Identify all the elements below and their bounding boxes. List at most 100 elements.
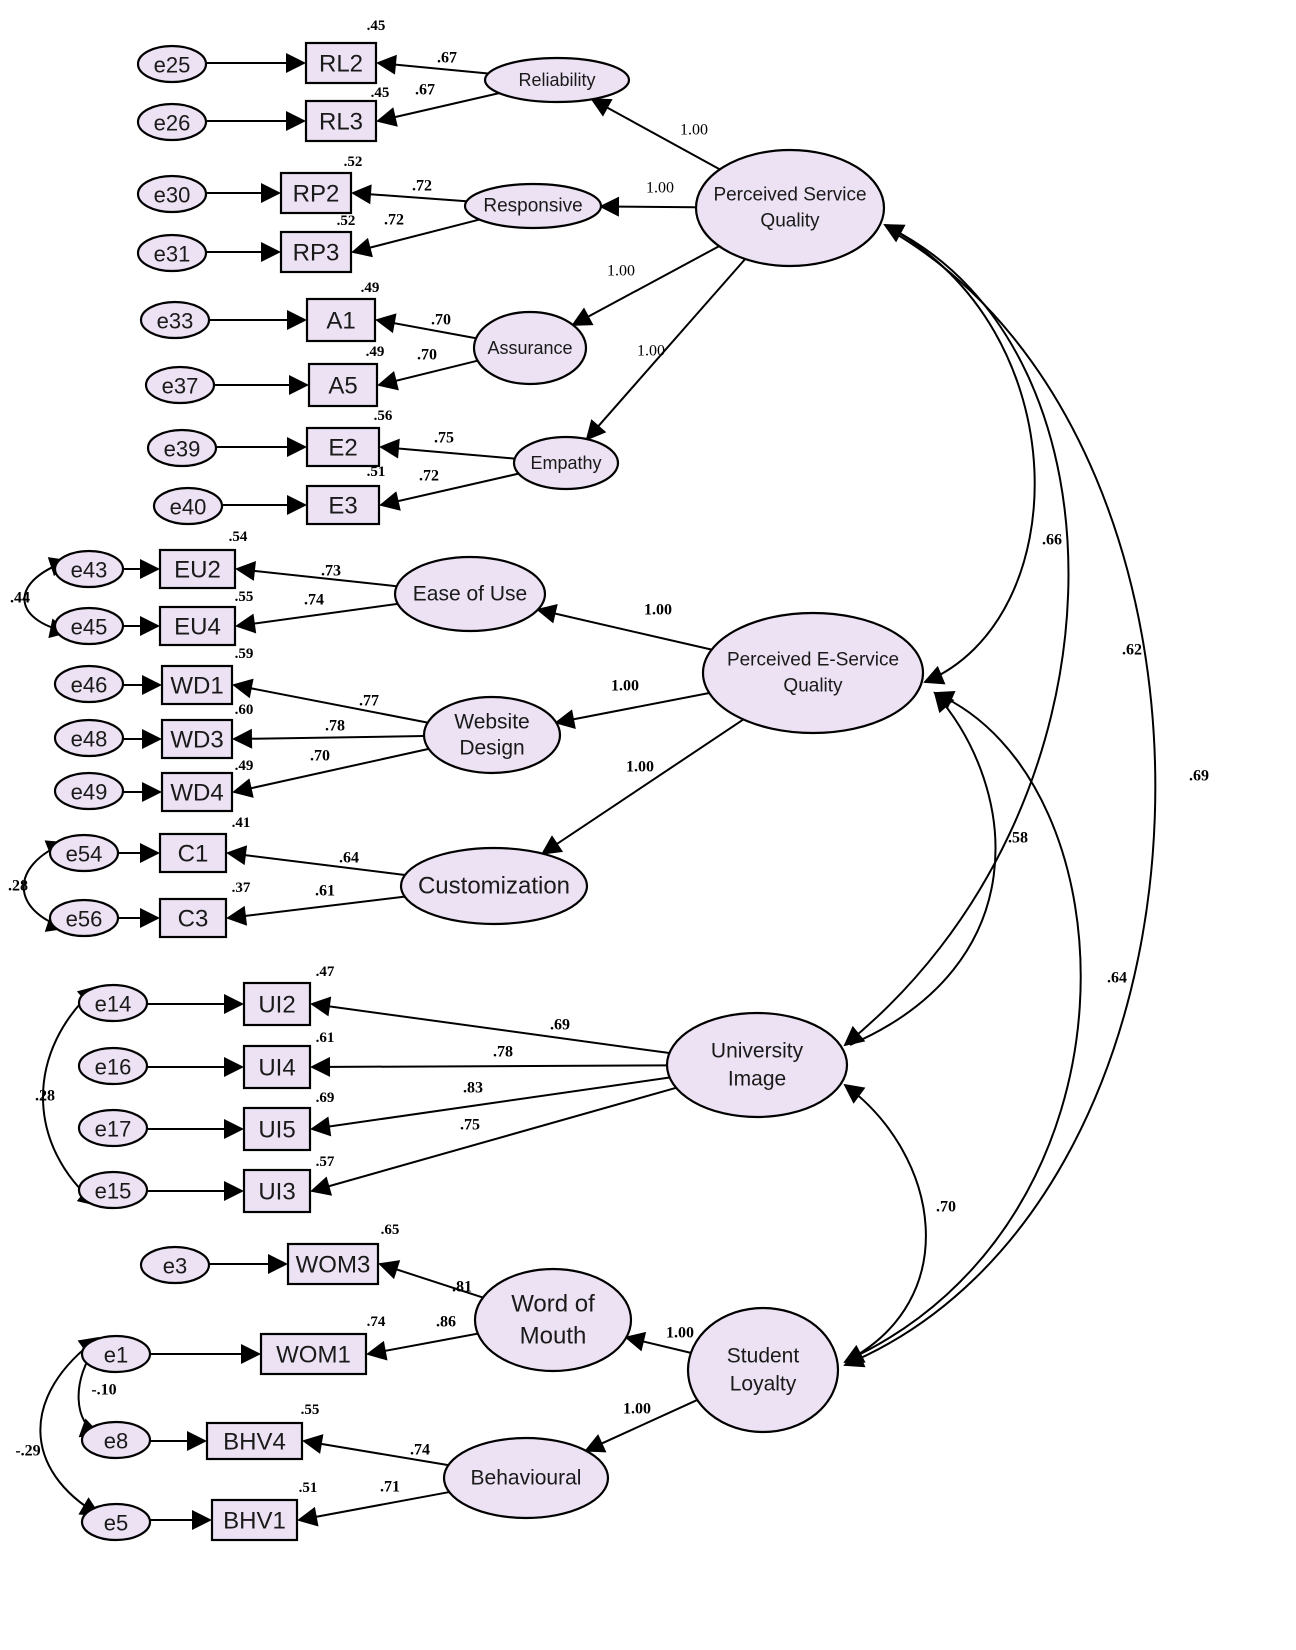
indicator-label: WD1 (170, 673, 223, 700)
structural-path-arrow (598, 196, 697, 217)
loading-label: .78 (325, 718, 345, 735)
structural-path-arrow (540, 718, 744, 855)
latent-construct-node (442, 1436, 610, 1520)
structural-path-arrow (590, 98, 721, 171)
error-term-node (77, 1046, 149, 1086)
r-squared-label: .59 (235, 646, 254, 662)
structural-path-arrow (554, 692, 710, 729)
loading-label: .81 (452, 1279, 472, 1296)
error-term-label: e43 (71, 558, 108, 583)
loading-label: .70 (431, 312, 451, 329)
error-term-label: e30 (154, 183, 191, 208)
latent-construct-label: Assurance (487, 338, 572, 358)
indicator-label: UI5 (258, 1117, 295, 1144)
loading-label: .72 (419, 468, 439, 485)
latent-construct-node (393, 555, 547, 633)
loading-path-arrow (377, 359, 478, 391)
error-term-label: e31 (154, 242, 191, 267)
indicator-label: C3 (178, 906, 209, 933)
loading-label: .78 (493, 1044, 513, 1061)
latent-construct-node (665, 1011, 849, 1119)
latent-construct-node (701, 611, 925, 735)
indicator-label: RL3 (319, 109, 363, 136)
indicator-label: EU4 (174, 614, 221, 641)
latent-construct-node (473, 1267, 633, 1373)
loading-label: .75 (460, 1117, 480, 1134)
error-term-label: e16 (95, 1055, 132, 1080)
error-term-label: e5 (104, 1511, 128, 1536)
r-squared-label: .52 (337, 213, 356, 229)
loading-path-arrow (232, 678, 428, 724)
r-squared-label: .49 (361, 280, 380, 296)
loading-label: .74 (410, 1442, 430, 1459)
observed-indicator-box (205, 1421, 304, 1461)
loading-label: .67 (415, 82, 435, 99)
indicator-label: E3 (328, 493, 357, 520)
error-term-node (136, 174, 208, 214)
loading-path-arrow (376, 54, 489, 75)
error-term-node (139, 300, 211, 340)
error-term-node (48, 833, 120, 873)
r-squared-label: .65 (381, 1222, 400, 1238)
r-squared-label: .52 (344, 154, 363, 170)
error-term-node (136, 233, 208, 273)
path-coefficient-label: 1.00 (644, 602, 672, 619)
observed-indicator-box (259, 1332, 368, 1376)
correlation-curve (843, 1083, 927, 1363)
correlation-label: .69 (1189, 768, 1209, 785)
error-term-node (53, 606, 125, 646)
error-term-label: e56 (66, 907, 103, 932)
indicator-label: WOM1 (276, 1342, 351, 1369)
loading-path-arrow (310, 996, 670, 1055)
error-term-node (152, 486, 224, 526)
latent-construct-label: Ease of Use (413, 583, 527, 606)
indicator-label: RL2 (319, 51, 363, 78)
loading-label: .61 (315, 883, 335, 900)
indicator-label: WOM3 (296, 1252, 371, 1279)
loading-path-arrow (310, 1076, 670, 1137)
paths-layer (22, 53, 1157, 1530)
r-squared-label: .54 (229, 529, 248, 545)
path-coefficient-label: 1.00 (646, 180, 674, 197)
loading-path-arrow (378, 1260, 484, 1299)
latent-construct-label: Design (459, 737, 524, 760)
latent-construct-label: Image (728, 1068, 786, 1091)
latent-construct-label: Quality (783, 676, 843, 697)
latent-construct-label: Behavioural (471, 1467, 582, 1490)
loading-path-arrow (232, 747, 429, 798)
indicator-label: A5 (328, 373, 357, 400)
loading-path-arrow (379, 438, 515, 460)
correlation-label: .58 (1008, 830, 1028, 847)
indicator-label: UI3 (258, 1179, 295, 1206)
loading-path-arrow (366, 1332, 479, 1361)
path-coefficient-label: 1.00 (611, 678, 639, 695)
observed-indicator-box (305, 297, 377, 343)
error-covariance-curve (22, 840, 67, 932)
path-coefficient-label: 1.00 (637, 343, 665, 360)
indicator-label: BHV1 (223, 1508, 286, 1535)
loading-path-arrow (379, 472, 519, 511)
error-term-label: e37 (162, 374, 199, 399)
latent-construct-label: Perceived Service (713, 185, 866, 206)
r-squared-label: .74 (367, 1314, 386, 1330)
error-term-label: e33 (157, 309, 194, 334)
error-term-label: e48 (71, 727, 108, 752)
error-covariance-curve (39, 1336, 101, 1517)
correlation-curve (847, 691, 1082, 1361)
latent-construct-node (472, 310, 588, 386)
error-term-node (80, 1420, 152, 1460)
error-term-label: e45 (71, 615, 108, 640)
structural-path-arrow (624, 1331, 692, 1354)
latent-construct-node (483, 56, 631, 104)
loading-path-arrow (297, 1491, 450, 1527)
observed-indicator-box (160, 771, 234, 813)
structural-path-arrow (536, 603, 712, 651)
indicator-label: RP3 (293, 240, 340, 267)
error-term-node (80, 1502, 152, 1542)
r-squared-label: .61 (316, 1030, 335, 1046)
correlation-curve (843, 231, 1157, 1368)
structural-path-arrow (571, 245, 720, 326)
correlation-curve (849, 691, 997, 1046)
latent-construct-label: Website (454, 711, 529, 734)
r-squared-label: .69 (316, 1090, 335, 1106)
